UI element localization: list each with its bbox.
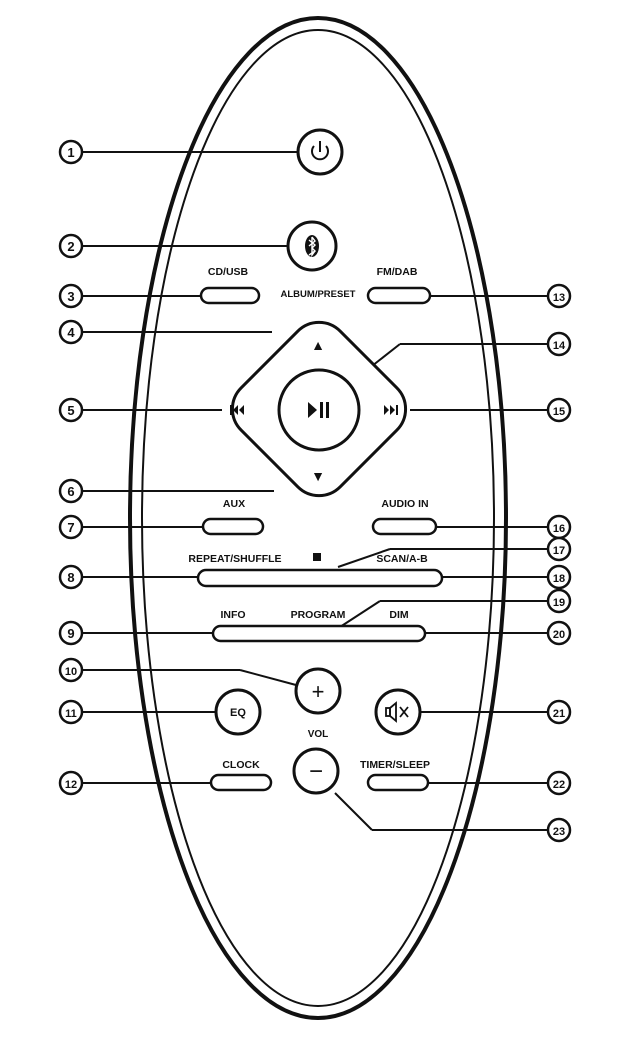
audio-in-label: AUDIO IN — [381, 498, 428, 510]
callout-16: 16 — [546, 514, 572, 540]
cd-usb-label: CD/USB — [208, 266, 249, 278]
svg-text:7: 7 — [67, 520, 74, 535]
svg-text:19: 19 — [553, 597, 565, 609]
program-label: PROGRAM — [291, 609, 346, 621]
callout-23: 23 — [546, 817, 572, 843]
svg-text:2: 2 — [67, 239, 74, 254]
bluetooth-button[interactable] — [286, 220, 338, 272]
callout-numbers: 1 2 3 4 5 6 7 8 9 10 11 12 13 14 15 16 1… — [58, 139, 572, 843]
stop-icon — [313, 553, 321, 561]
fm-dab-label: FM/DAB — [377, 266, 418, 278]
svg-text:13: 13 — [553, 292, 565, 304]
aux-button[interactable] — [201, 517, 265, 536]
plus-icon: + — [312, 679, 325, 704]
volume-down-button[interactable]: − — [292, 747, 340, 795]
vol-label: VOL — [308, 729, 329, 740]
next-track-icon[interactable] — [384, 405, 398, 415]
svg-text:8: 8 — [67, 570, 74, 585]
callout-1: 1 — [58, 139, 84, 165]
power-button[interactable] — [296, 128, 344, 176]
timer-sleep-button[interactable] — [366, 773, 430, 792]
callout-18: 18 — [546, 564, 572, 590]
callout-15: 15 — [546, 397, 572, 423]
callout-13: 13 — [546, 283, 572, 309]
svg-text:17: 17 — [553, 545, 565, 557]
remote-body — [128, 16, 508, 1020]
callout-3: 3 — [58, 283, 84, 309]
fm-dab-button[interactable] — [366, 286, 432, 305]
timer-sleep-label: TIMER/SLEEP — [360, 759, 430, 771]
callout-2: 2 — [58, 233, 84, 259]
volume-up-button[interactable]: + — [294, 667, 342, 715]
callout-22: 22 — [546, 770, 572, 796]
bluetooth-icon — [305, 235, 319, 258]
callout-6: 6 — [58, 478, 84, 504]
album-preset-label: ALBUM/PRESET — [281, 289, 356, 300]
svg-text:6: 6 — [67, 484, 74, 499]
clock-button[interactable] — [209, 773, 273, 792]
play-pause-icon — [308, 402, 329, 418]
svg-text:5: 5 — [67, 403, 74, 418]
callout-7: 7 — [58, 514, 84, 540]
cd-usb-button[interactable] — [199, 286, 261, 305]
callout-9: 9 — [58, 620, 84, 646]
repeat-shuffle-label: REPEAT/SHUFFLE — [188, 553, 281, 565]
callout-17: 17 — [546, 536, 572, 562]
svg-text:23: 23 — [553, 826, 565, 838]
svg-text:3: 3 — [67, 289, 74, 304]
info-label: INFO — [220, 609, 245, 621]
svg-text:20: 20 — [553, 629, 565, 641]
svg-text:15: 15 — [553, 406, 565, 418]
svg-text:18: 18 — [553, 573, 565, 585]
svg-text:4: 4 — [67, 325, 75, 340]
callout-14: 14 — [546, 331, 572, 357]
minus-icon: − — [309, 758, 323, 785]
svg-text:1: 1 — [67, 145, 74, 160]
callout-4: 4 — [58, 319, 84, 345]
svg-text:11: 11 — [65, 708, 77, 720]
svg-text:16: 16 — [553, 523, 565, 535]
eq-button[interactable]: EQ — [214, 688, 262, 736]
svg-text:22: 22 — [553, 779, 565, 791]
svg-text:21: 21 — [553, 708, 565, 720]
previous-track-icon[interactable] — [230, 405, 244, 415]
svg-text:10: 10 — [65, 666, 77, 678]
eq-label: EQ — [230, 707, 246, 719]
svg-text:14: 14 — [553, 340, 566, 352]
callout-leader-lines — [82, 151, 548, 831]
play-pause-button[interactable] — [277, 368, 361, 452]
mute-button[interactable] — [374, 688, 422, 736]
callout-21: 21 — [546, 699, 572, 725]
info-program-dim-bar[interactable] — [211, 624, 427, 643]
down-arrow-icon[interactable]: ▼ — [311, 468, 325, 484]
callout-11: 11 — [58, 699, 84, 725]
callout-10: 10 — [58, 657, 84, 683]
svg-text:12: 12 — [65, 779, 77, 791]
mute-icon — [385, 701, 409, 723]
clock-label: CLOCK — [222, 759, 260, 771]
callout-12: 12 — [58, 770, 84, 796]
callout-8: 8 — [58, 564, 84, 590]
svg-text:9: 9 — [67, 626, 74, 641]
callout-20: 20 — [546, 620, 572, 646]
power-icon — [311, 141, 329, 161]
scan-ab-label: SCAN/A-B — [376, 553, 428, 565]
callout-5: 5 — [58, 397, 84, 423]
aux-label: AUX — [223, 498, 245, 510]
up-arrow-icon[interactable]: ▲ — [311, 337, 325, 353]
audio-in-button[interactable] — [371, 517, 438, 536]
dim-label: DIM — [389, 609, 409, 621]
repeat-shuffle-stop-scan-bar[interactable] — [196, 568, 444, 588]
callout-19: 19 — [546, 588, 572, 614]
